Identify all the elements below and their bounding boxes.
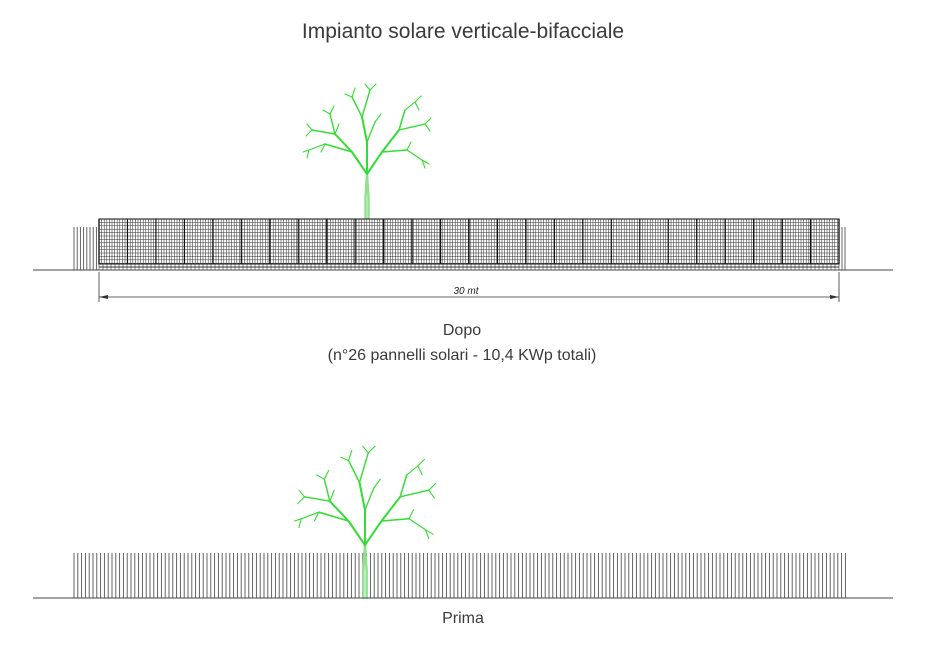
before-label: Prima [442, 610, 484, 627]
after-sublabel: (n°26 pannelli solari - 10,4 KWp totali) [328, 347, 597, 364]
diagram-title: Impianto solare verticale-bifacciale [302, 20, 624, 43]
solar-panel-array [98, 218, 840, 270]
fence-stub-left [73, 227, 97, 270]
after-section: 30 mt Dopo (n°26 pannelli solari - 10,4 … [33, 83, 893, 364]
before-section: Prima [33, 445, 893, 627]
dimension-label: 30 mt [453, 286, 479, 297]
fence-stub-right [841, 227, 846, 270]
tree-before [294, 445, 436, 600]
dimension-line: 30 mt [98, 272, 840, 302]
after-label: Dopo [443, 322, 481, 339]
fence-full [73, 553, 846, 598]
tree-after [302, 83, 432, 224]
